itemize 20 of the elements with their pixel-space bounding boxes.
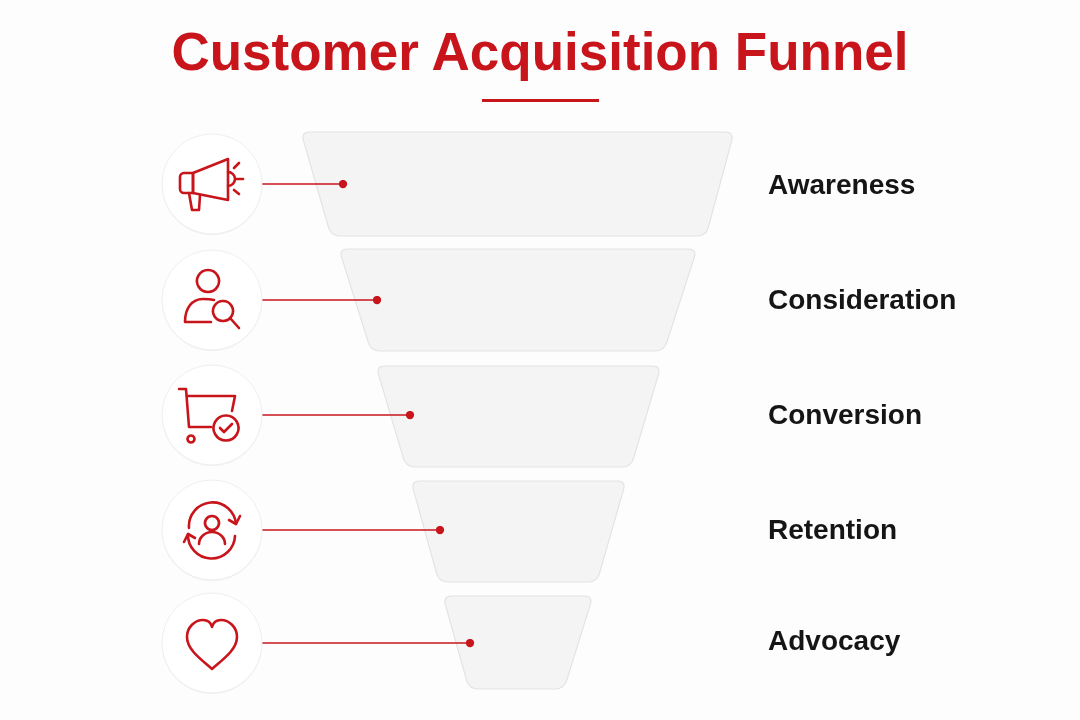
stage-label: Retention xyxy=(768,514,898,546)
stage-label: Advocacy xyxy=(768,625,901,657)
leader-line xyxy=(261,410,415,420)
funnel-band xyxy=(300,131,735,237)
funnel-band xyxy=(375,365,662,468)
leader-line xyxy=(261,525,445,535)
stage-label: Consideration xyxy=(768,284,957,316)
funnel-band xyxy=(338,248,698,352)
megaphone-icon xyxy=(158,130,266,238)
funnel-band xyxy=(442,595,594,690)
cart-check-icon xyxy=(158,361,266,469)
person-search-icon xyxy=(158,246,266,354)
person-arrows-icon xyxy=(158,476,266,584)
stage-label: Conversion xyxy=(768,399,923,431)
stage-label: Awareness xyxy=(768,169,916,201)
leader-line xyxy=(261,295,382,305)
leader-line xyxy=(261,638,475,648)
funnel-band xyxy=(410,480,627,583)
leader-line xyxy=(261,179,348,189)
diagram-title: Customer Acquisition Funnel xyxy=(170,22,910,82)
